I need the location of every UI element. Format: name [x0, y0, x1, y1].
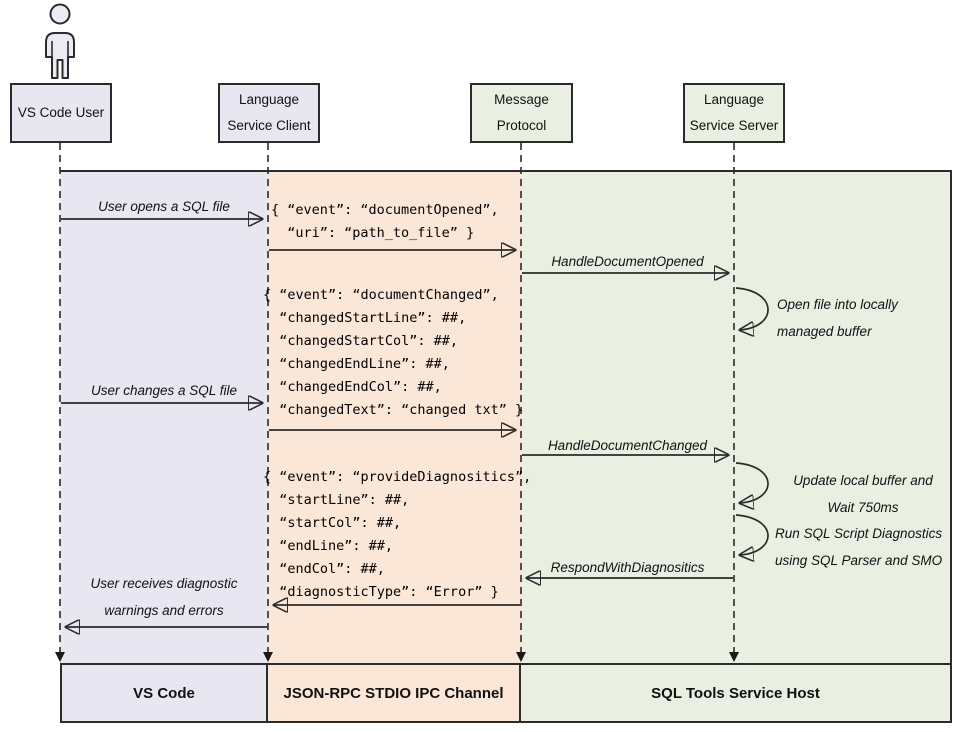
actor-box-language-service-server: Language Service Server — [683, 83, 785, 143]
actor-box-vscode-user: VS Code User — [10, 83, 112, 143]
footer-box-vscode: VS Code — [60, 663, 268, 723]
actor-label: Message — [494, 92, 549, 107]
selfloop-run-diagnostics — [735, 514, 769, 555]
selfloop-update-buffer — [735, 462, 769, 503]
payload-provide-diagnostics: { “event”: “provideDiagnositics”, “start… — [263, 469, 532, 600]
label-respond-with-diagnostics: RespondWithDiagnositics — [550, 560, 705, 575]
lifeline-end-arrow — [263, 652, 273, 662]
lane-sql-tools-host — [521, 172, 952, 663]
footer-row: VS Code JSON-RPC STDIO IPC Channel SQL T… — [60, 663, 952, 723]
note-open-file-into-buffer: Open file into locally managed buffer — [777, 297, 898, 339]
actor-box-message-protocol: Message Protocol — [470, 83, 573, 143]
label-handle-document-changed: HandleDocumentChanged — [547, 438, 708, 453]
footer-box-sql-tools-service-host: SQL Tools Service Host — [519, 663, 952, 723]
note-update-buffer-wait: Update local buffer and Wait 750ms — [793, 473, 933, 515]
lifeline-end-arrow — [516, 652, 526, 662]
actor-label: Service Client — [227, 118, 311, 133]
actor-label: Service Server — [689, 118, 779, 133]
payload-document-changed: { “event”: “documentChanged”, “changedSt… — [263, 287, 524, 418]
label-user-opens-file: User opens a SQL file — [98, 199, 230, 214]
label-handle-document-opened: HandleDocumentOpened — [551, 254, 704, 269]
actor-label: VS Code User — [17, 105, 105, 120]
lane-right-border — [950, 172, 952, 663]
person-icon — [45, 3, 75, 79]
label-user-changes-file: User changes a SQL file — [90, 383, 238, 398]
lane-vscode — [60, 172, 268, 663]
lane-json-rpc-channel — [268, 172, 521, 663]
lifeline-end-arrow — [729, 652, 739, 662]
actor-label: Language — [703, 92, 765, 107]
actor-label: Language — [238, 92, 300, 107]
lane-top-border — [60, 170, 952, 172]
actor-label: Protocol — [496, 118, 547, 133]
lifeline-end-arrow — [55, 652, 65, 662]
label-user-receives-diagnostics: User receives diagnostic warnings and er… — [90, 576, 238, 618]
footer-box-json-rpc-channel: JSON-RPC STDIO IPC Channel — [266, 663, 521, 723]
selfloop-open-file — [735, 287, 769, 330]
actor-box-language-service-client: Language Service Client — [218, 83, 320, 143]
note-run-sql-diagnostics: Run SQL Script Diagnostics using SQL Par… — [775, 526, 943, 568]
payload-document-opened: { “event”: “documentOpened”, “uri”: “pat… — [271, 202, 499, 241]
